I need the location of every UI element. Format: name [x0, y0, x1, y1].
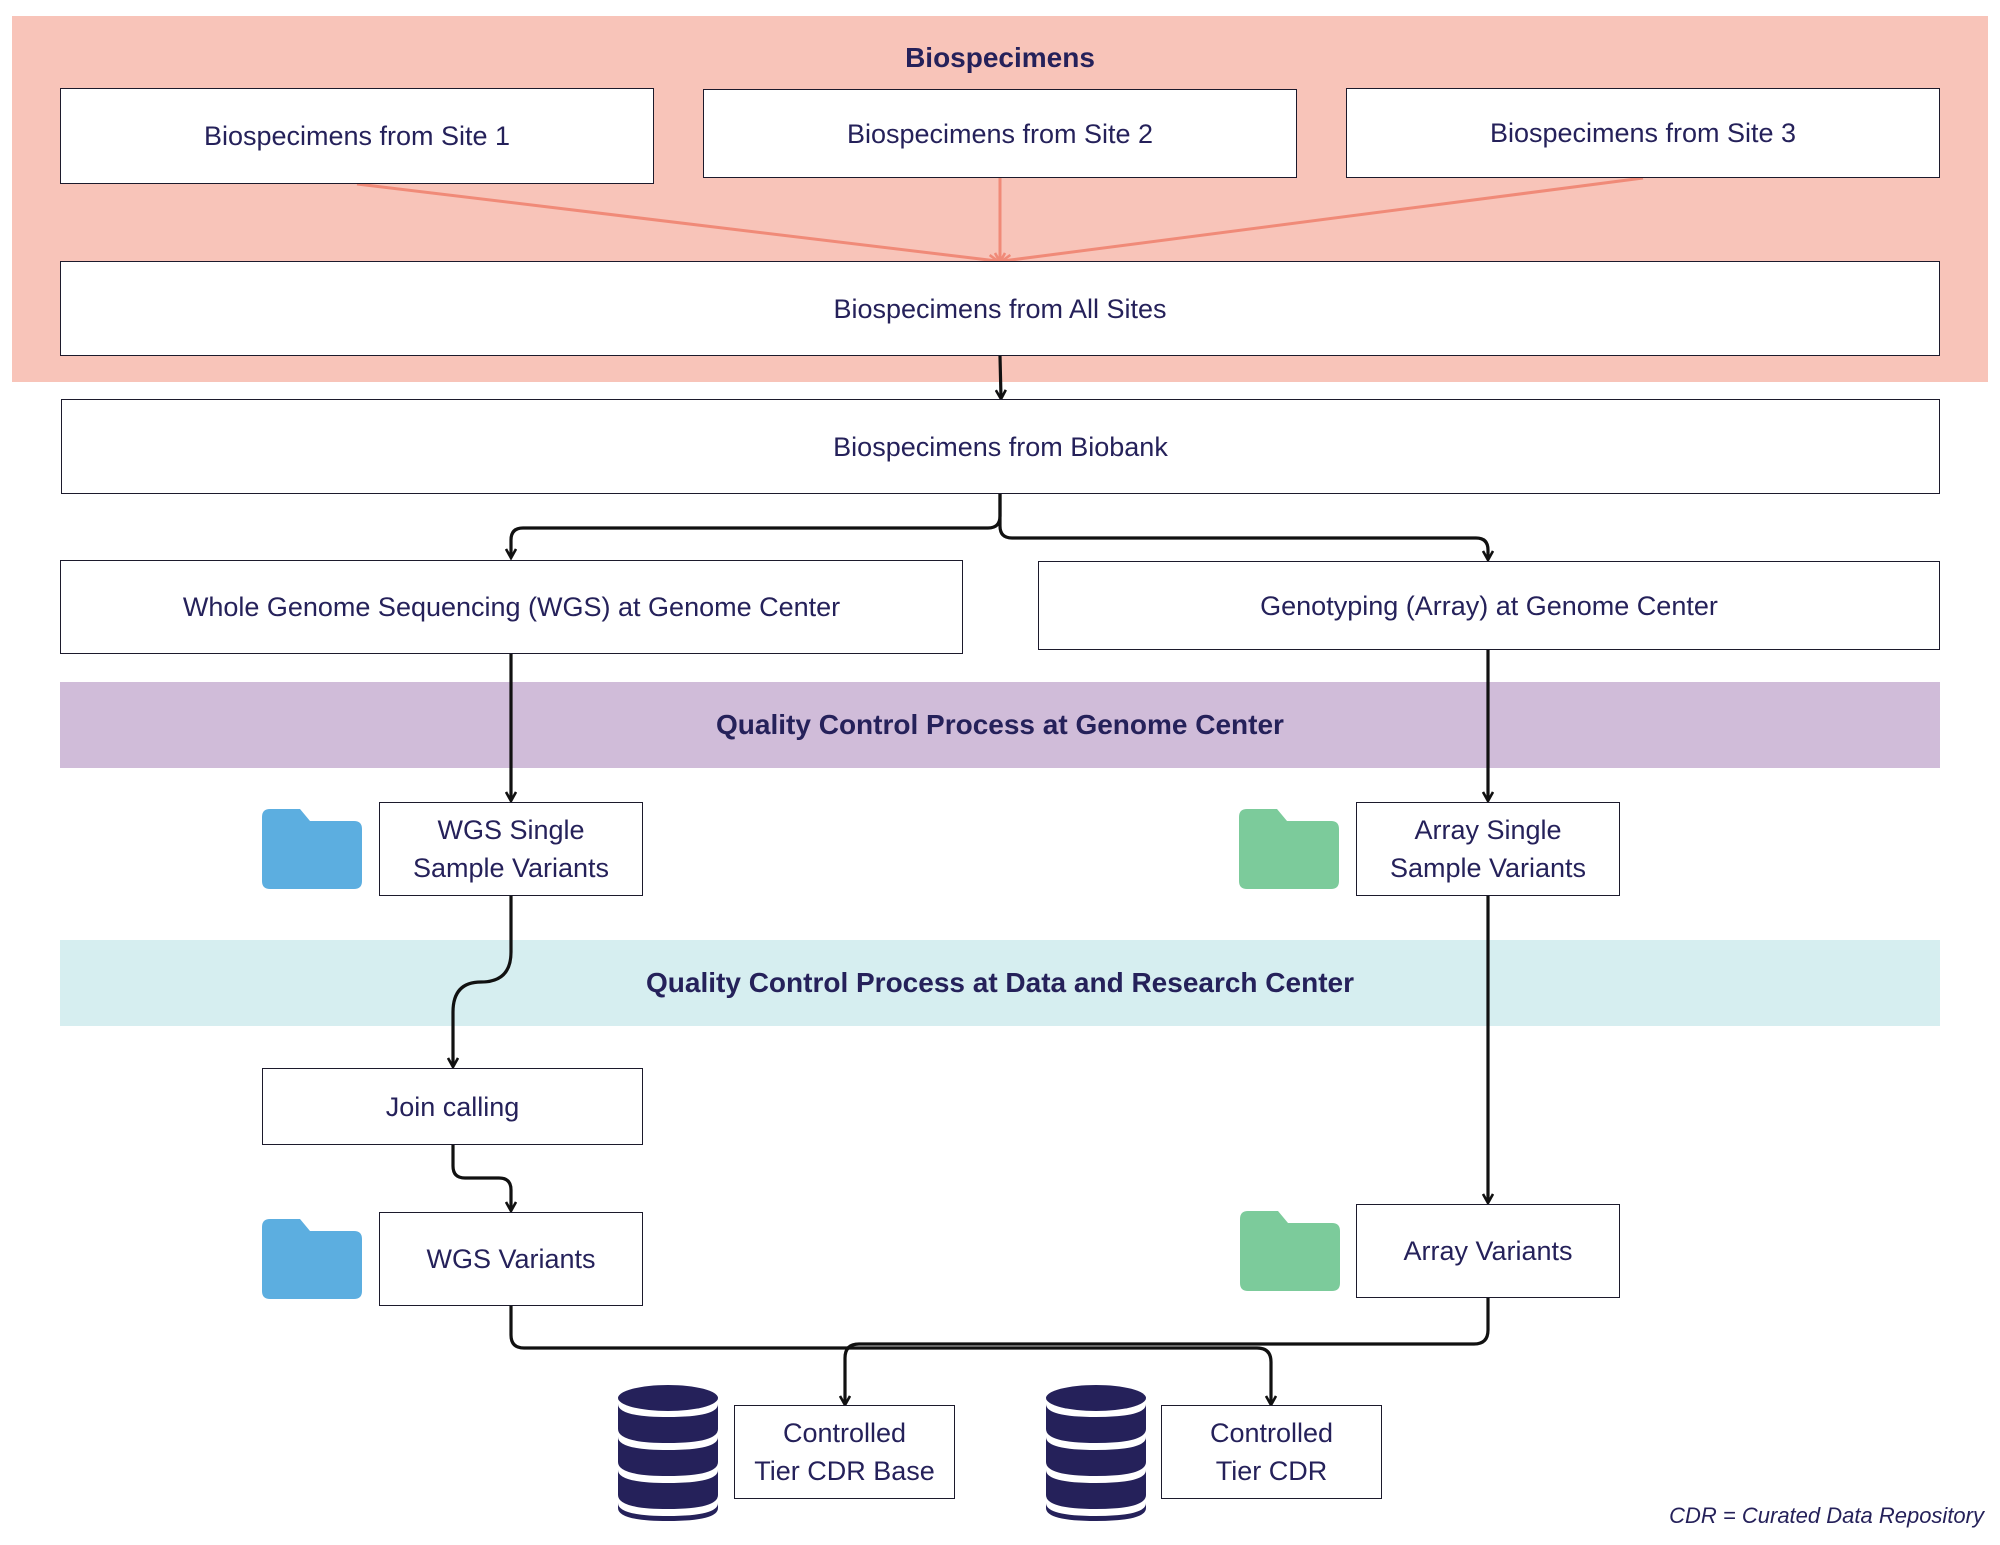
- biobank-to-array-arrow: [998, 492, 1488, 559]
- folder-icon: [262, 809, 362, 889]
- cdr-footnote: CDR = Curated Data Repository: [1669, 1503, 1984, 1528]
- all-sites-to-biobank-arrow: [1000, 354, 1001, 398]
- site1-box: Biospecimens from Site 1: [60, 88, 654, 184]
- database-icon: [1046, 1385, 1146, 1521]
- array-variants-box: Array Variants: [1356, 1204, 1620, 1298]
- database-icon: [618, 1385, 718, 1521]
- site3-arrow: [1003, 176, 1644, 261]
- wgs-single-sample-box: WGS Single Sample Variants: [379, 802, 643, 896]
- folder-icon: [1239, 809, 1339, 889]
- qc-data-research-center-band: Quality Control Process at Data and Rese…: [60, 940, 1940, 1026]
- array-variants-to-cdr-base-path: [845, 1296, 1490, 1404]
- qc-genome-center-band: Quality Control Process at Genome Center: [60, 682, 1940, 768]
- cdr-box: Controlled Tier CDR: [1161, 1405, 1382, 1499]
- site3-box: Biospecimens from Site 3: [1346, 88, 1940, 178]
- cdr-base-box: Controlled Tier CDR Base: [734, 1405, 955, 1499]
- folder-icon: [262, 1219, 362, 1299]
- site-arrows: [356, 176, 1644, 261]
- all-sites-box: Biospecimens from All Sites: [60, 261, 1940, 356]
- site1-arrow: [356, 182, 997, 261]
- wgs-single-to-join-arrow: [453, 894, 513, 1066]
- biobank-box: Biospecimens from Biobank: [61, 399, 1940, 494]
- join-calling-box: Join calling: [262, 1068, 643, 1145]
- biobank-to-wgs-arrow: [511, 492, 1002, 557]
- wgs-center-box: Whole Genome Sequencing (WGS) at Genome …: [60, 560, 963, 654]
- array-single-sample-box: Array Single Sample Variants: [1356, 802, 1620, 896]
- wgs-variants-box: WGS Variants: [379, 1212, 643, 1306]
- array-center-box: Genotyping (Array) at Genome Center: [1038, 561, 1940, 650]
- site2-box: Biospecimens from Site 2: [703, 89, 1297, 178]
- join-to-wgs-variants-arrow: [451, 1143, 511, 1210]
- biospecimens-title: Biospecimens: [905, 42, 1095, 73]
- folder-icon: [1240, 1211, 1340, 1291]
- wgs-variants-to-cdr-path: [509, 1304, 1271, 1404]
